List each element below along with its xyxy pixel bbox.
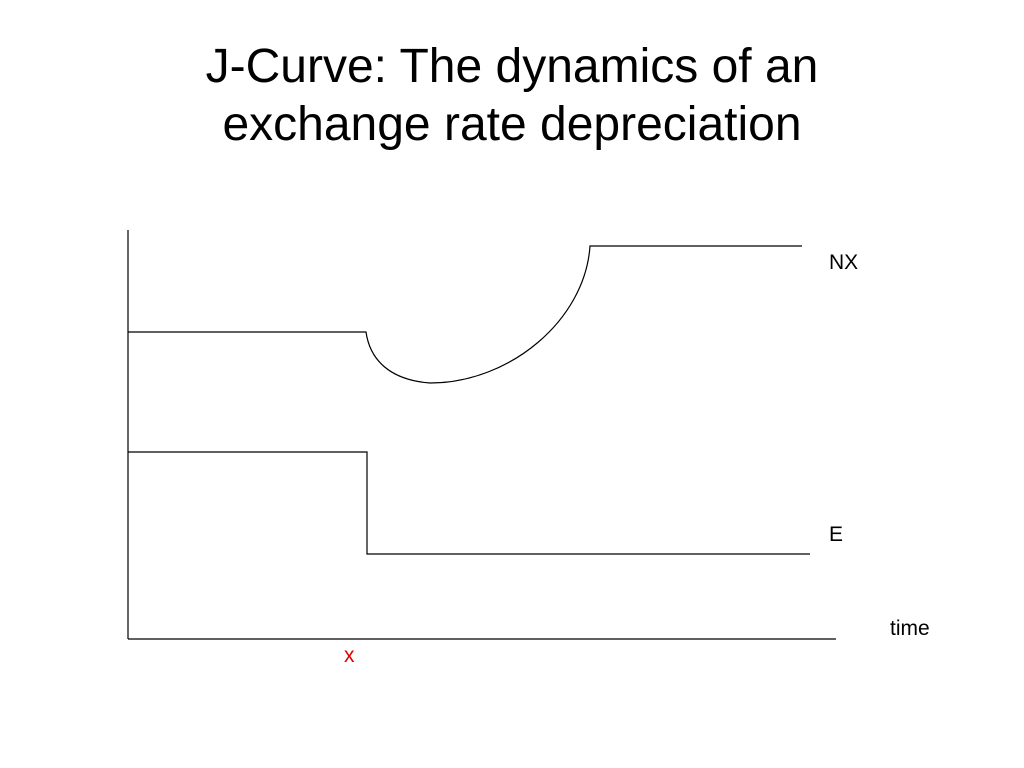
slide-title-line-1: J-Curve: The dynamics of an: [205, 40, 819, 93]
nx-curve: [128, 245, 802, 384]
depreciation-marker: x: [344, 644, 355, 667]
time-label: time: [890, 617, 930, 640]
slide-title: J-Curve: The dynamics of an exchange rat…: [0, 38, 1024, 154]
e-label: E: [829, 523, 843, 546]
nx-label: NX: [829, 251, 858, 274]
e-line: [128, 451, 810, 555]
slide-title-line-2: exchange rate depreciation: [222, 98, 802, 151]
